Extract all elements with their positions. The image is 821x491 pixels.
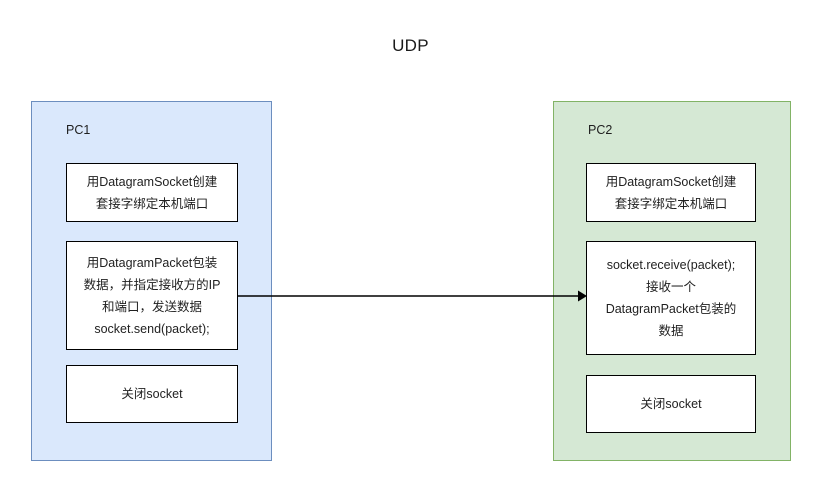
pc1-step-close-socket-text: 关闭socket: [121, 387, 183, 401]
pc2-step-create-socket-text: 用DatagramSocket创建 套接字绑定本机端口: [605, 174, 737, 211]
panel-pc2: PC2 用DatagramSocket创建 套接字绑定本机端口 socket.r…: [553, 101, 791, 461]
pc1-step-send-packet: 用DatagramPacket包装 数据，并指定接收方的IP 和端口，发送数据 …: [66, 241, 238, 350]
pc1-step-create-socket: 用DatagramSocket创建 套接字绑定本机端口: [66, 163, 238, 222]
panel-pc1: PC1 用DatagramSocket创建 套接字绑定本机端口 用Datagra…: [31, 101, 272, 461]
send-to-receive-arrow: [237, 290, 587, 302]
pc2-step-close-socket: 关闭socket: [586, 375, 756, 433]
pc1-step-close-socket: 关闭socket: [66, 365, 238, 423]
pc2-step-receive-packet: socket.receive(packet); 接收一个 DatagramPac…: [586, 241, 756, 355]
pc2-step-receive-packet-text: socket.receive(packet); 接收一个 DatagramPac…: [605, 258, 737, 338]
pc1-step-create-socket-text: 用DatagramSocket创建 套接字绑定本机端口: [86, 174, 218, 211]
panel-label-pc2: PC2: [588, 123, 613, 137]
pc2-step-close-socket-text: 关闭socket: [640, 397, 702, 411]
diagram-title: UDP: [392, 36, 429, 55]
pc1-step-send-packet-text: 用DatagramPacket包装 数据，并指定接收方的IP 和端口，发送数据 …: [83, 255, 221, 336]
panel-label-pc1: PC1: [66, 123, 91, 137]
pc2-step-create-socket: 用DatagramSocket创建 套接字绑定本机端口: [586, 163, 756, 222]
